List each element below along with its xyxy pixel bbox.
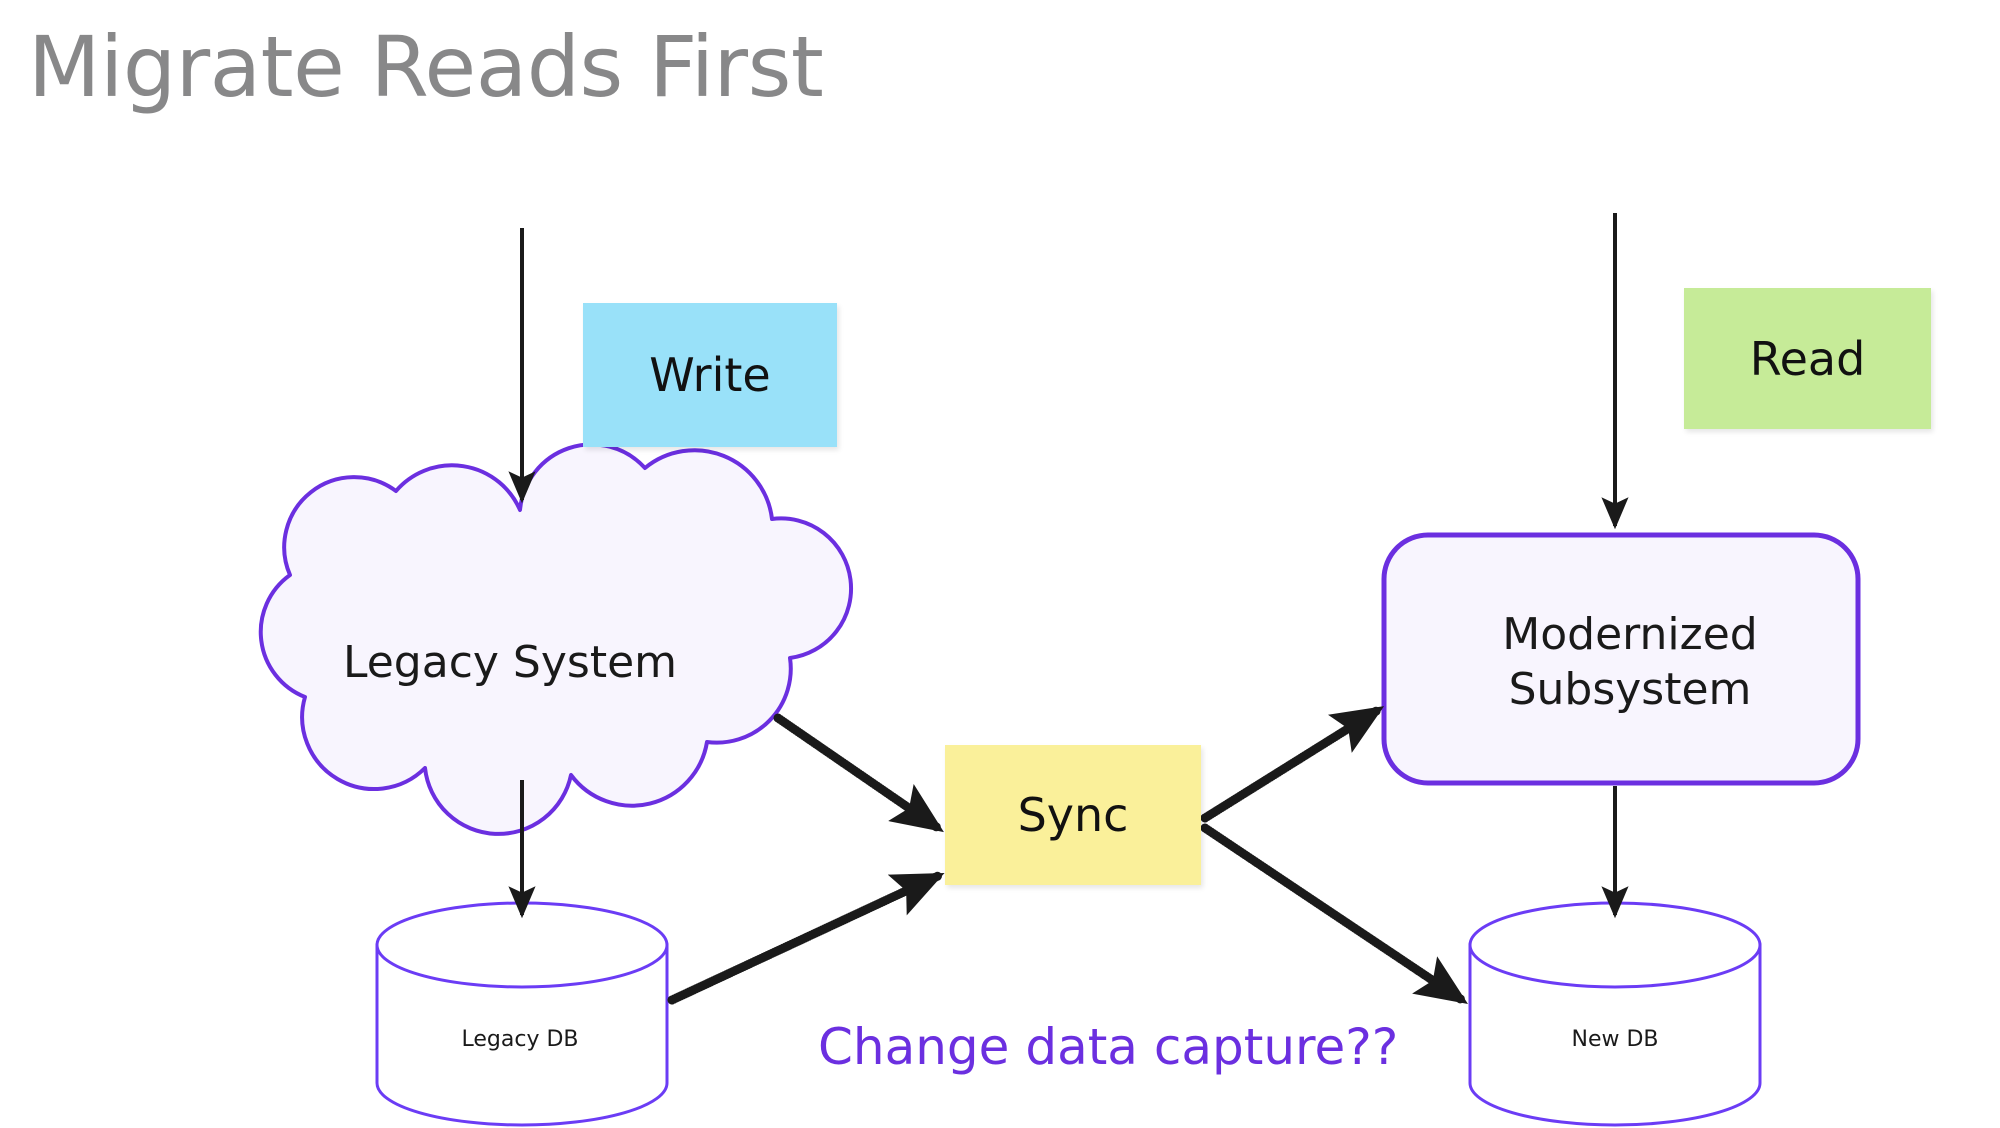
read-tag-label: Read [1749,331,1866,386]
arrow-legacy-system-to-sync [773,713,944,833]
page-title: Migrate Reads First [28,18,824,116]
sync-tag-label: Sync [1017,788,1129,842]
legacy-system-cloud[interactable] [258,442,854,836]
sync-tag-box[interactable]: Sync [945,745,1201,885]
arrow-legacy-db-to-sync [667,871,945,1005]
change-data-capture-note: Change data capture?? [818,1018,1399,1076]
modernized-subsystem-box[interactable] [1381,532,1861,786]
arrow-sync-to-modernized-subsystem [1200,705,1385,823]
write-tag-box[interactable]: Write [583,303,837,447]
write-tag-label: Write [649,348,771,402]
read-tag-box[interactable]: Read [1684,288,1931,429]
new-db-cylinder[interactable] [1468,901,1762,1127]
legacy-db-cylinder[interactable] [375,901,669,1127]
arrow-sync-to-new-db [1200,823,1468,1005]
